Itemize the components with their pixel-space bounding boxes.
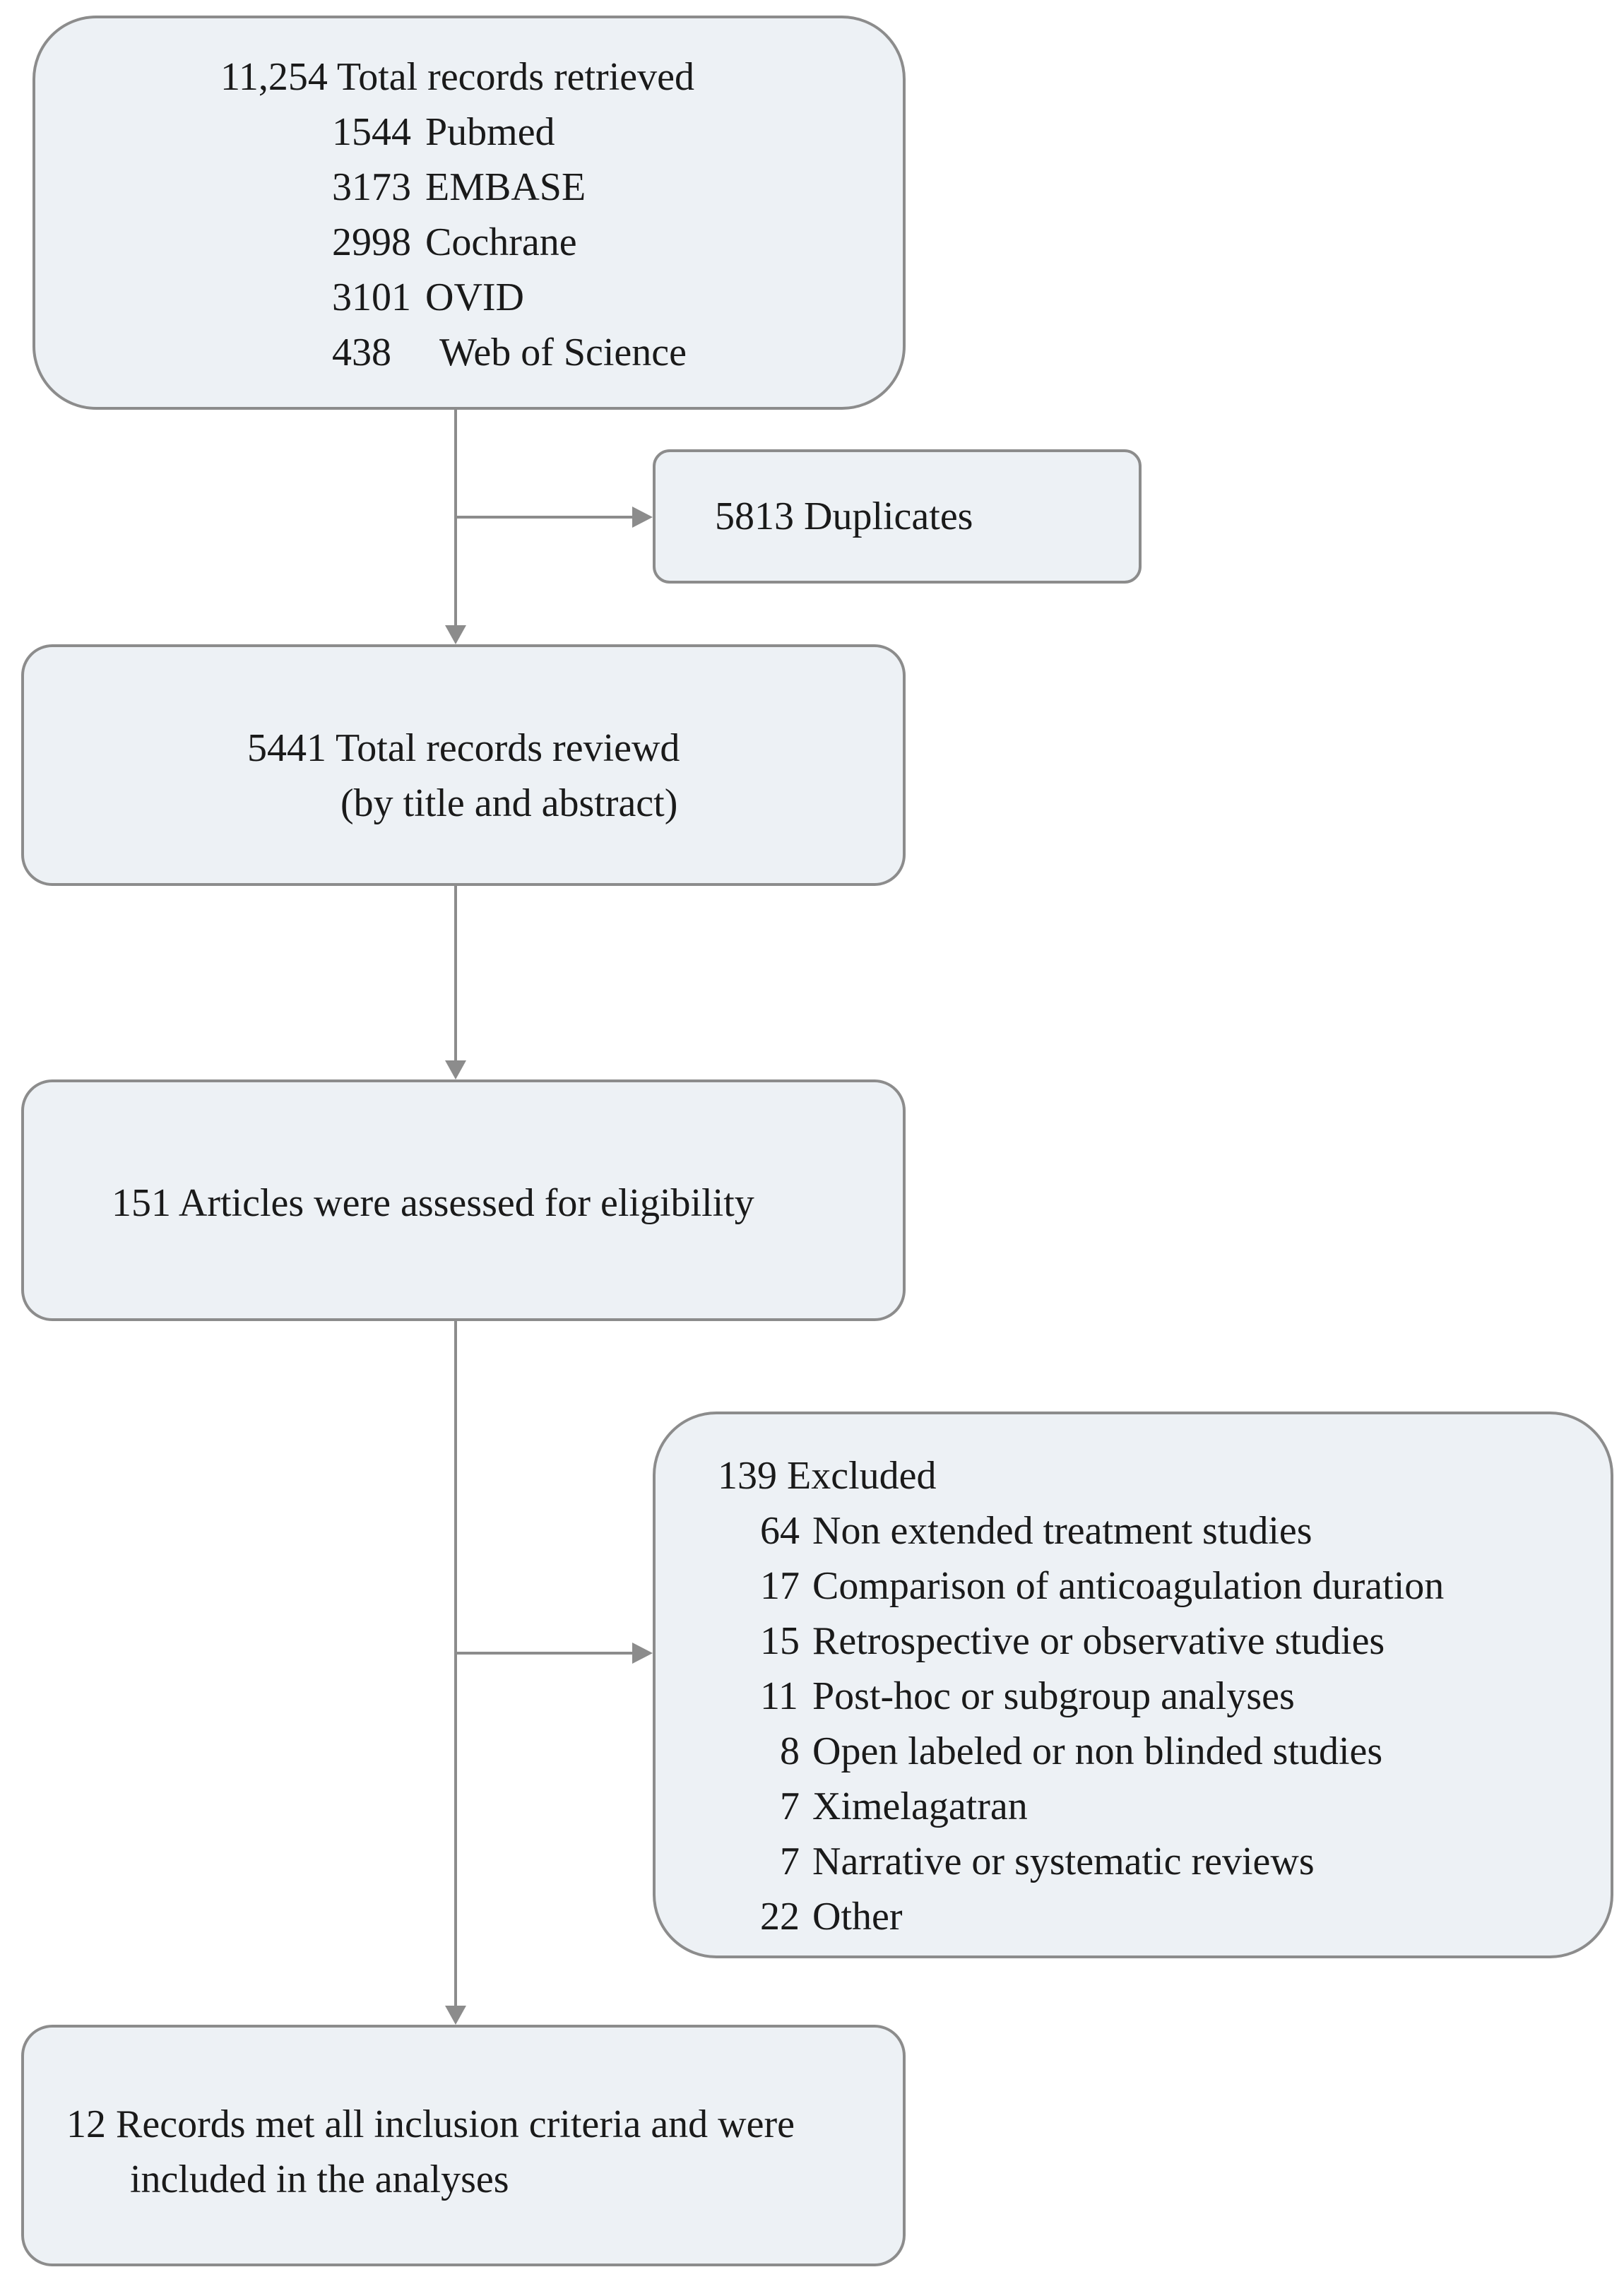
source-count-wos: 438: [332, 331, 391, 374]
included-box: 12 Records met all inclusion criteria an…: [21, 2025, 906, 2266]
source-count-ovid: 3101: [332, 276, 411, 319]
arrowhead-reviewed: [445, 625, 466, 644]
retrieved-box: 11,254 Total records retrieved 1544 Pubm…: [32, 16, 906, 410]
excluded-count-3: 15: [760, 1619, 800, 1663]
reviewed-box: 5441 Total records reviewd (by title and…: [21, 644, 906, 886]
source-name-ovid: OVID: [425, 276, 524, 319]
included-line2: included in the analyses: [130, 2158, 509, 2201]
source-name-wos: Web of Science: [439, 331, 687, 374]
assessed-text: 151 Articles were assessed for eligibili…: [112, 1181, 754, 1225]
source-count-embase: 3173: [332, 165, 411, 209]
excluded-box: 139 Excluded 64 Non extended treatment s…: [653, 1412, 1613, 1958]
excluded-reason-4: Post-hoc or subgroup analyses: [812, 1674, 1295, 1718]
duplicates-box: 5813 Duplicates: [653, 449, 1142, 584]
excluded-reason-2: Comparison of anticoagulation duration: [812, 1564, 1445, 1608]
reviewed-line1: 5441 Total records reviewd: [247, 726, 680, 770]
assessed-box: 151 Articles were assessed for eligibili…: [21, 1079, 906, 1321]
source-name-pubmed: Pubmed: [425, 110, 555, 154]
retrieved-title: 11,254 Total records retrieved: [220, 55, 694, 99]
arrowhead-included: [445, 2006, 466, 2025]
excluded-count-6: 7: [780, 1785, 800, 1828]
included-line1: 12 Records met all inclusion criteria an…: [66, 2102, 795, 2146]
duplicates-text: 5813 Duplicates: [715, 495, 973, 538]
excluded-reason-7: Narrative or systematic reviews: [812, 1840, 1315, 1883]
arrowhead-duplicates: [632, 507, 653, 528]
excluded-title: 139 Excluded: [718, 1454, 937, 1498]
arrowhead-excluded: [632, 1643, 653, 1664]
source-count-pubmed: 1544: [332, 110, 411, 154]
excluded-reason-1: Non extended treatment studies: [812, 1509, 1312, 1553]
excluded-reason-3: Retrospective or observative studies: [812, 1619, 1385, 1663]
excluded-count-5: 8: [780, 1729, 800, 1773]
source-name-cochrane: Cochrane: [425, 220, 577, 264]
excluded-reason-6: Ximelagatran: [812, 1785, 1028, 1828]
arrowhead-assessed: [445, 1060, 466, 1079]
excluded-count-4: 11: [760, 1674, 798, 1718]
source-name-embase: EMBASE: [425, 165, 586, 209]
excluded-count-2: 17: [760, 1564, 800, 1608]
source-count-cochrane: 2998: [332, 220, 411, 264]
excluded-reason-8: Other: [812, 1895, 903, 1939]
reviewed-line2: (by title and abstract): [340, 781, 678, 825]
excluded-count-8: 22: [760, 1895, 800, 1939]
excluded-reason-5: Open labeled or non blinded studies: [812, 1729, 1383, 1773]
excluded-count-7: 7: [780, 1840, 800, 1883]
excluded-count-1: 64: [760, 1509, 800, 1553]
